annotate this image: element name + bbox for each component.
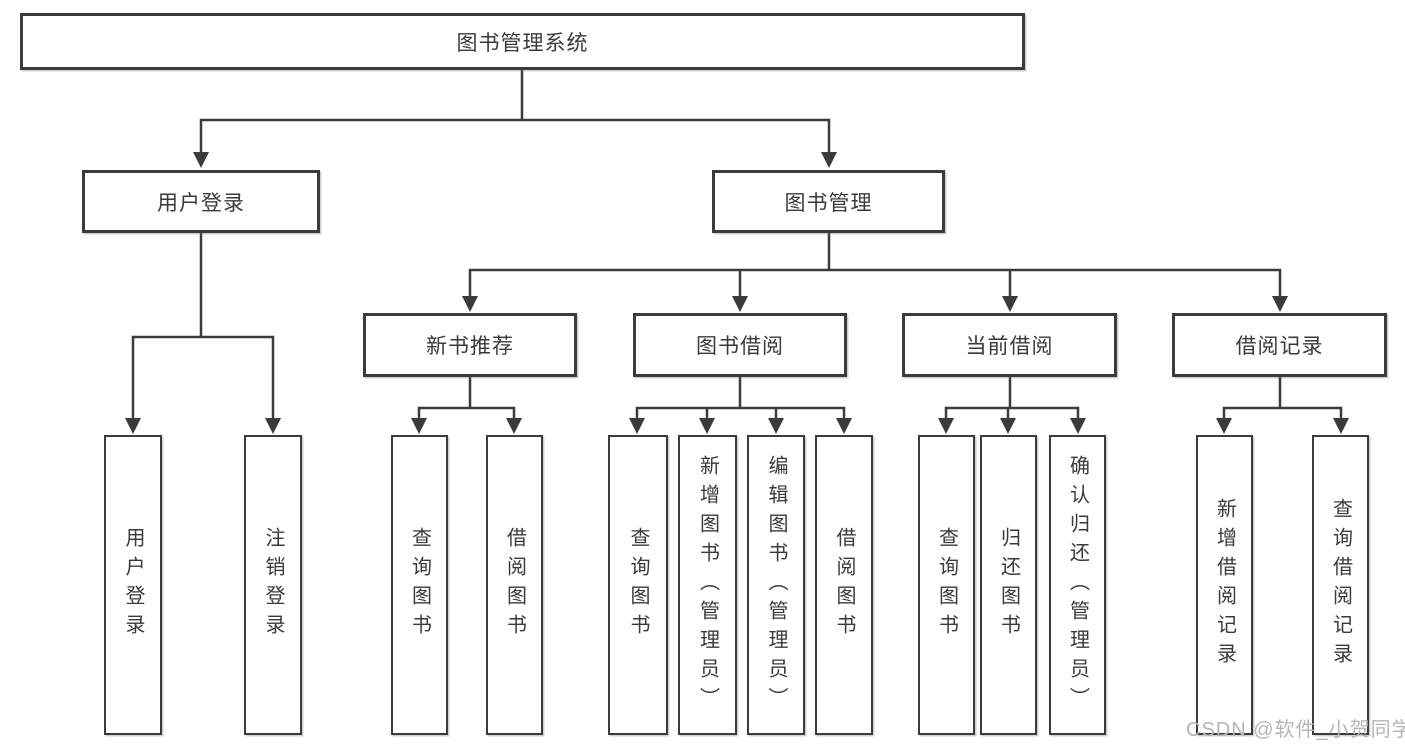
leaf-confirm-return-admin-label: 确认归还（管理员） xyxy=(1066,454,1089,716)
leaf-query-books-borrow-label: 查询图书 xyxy=(627,527,649,643)
leaf-logout-label: 注销登录 xyxy=(262,527,284,643)
leaf-add-borrow-record-label: 新增借阅记录 xyxy=(1213,498,1236,672)
leaf-query-books-recommend-label: 查询图书 xyxy=(408,527,431,643)
leaf-query-books-current-label: 查询图书 xyxy=(935,527,958,643)
leaf-add-books-admin: 新增图书（管理员） xyxy=(678,435,737,735)
node-borrowing-records: 借阅记录 xyxy=(1172,313,1387,377)
leaf-add-borrow-record: 新增借阅记录 xyxy=(1196,435,1253,735)
leaf-query-borrow-record: 查询借阅记录 xyxy=(1312,435,1369,735)
leaf-add-books-admin-label: 新增图书（管理员） xyxy=(696,454,719,716)
leaf-borrow-books-label: 借阅图书 xyxy=(833,527,855,643)
leaf-edit-books-admin-label: 编辑图书（管理员） xyxy=(765,454,787,716)
node-book-management: 图书管理 xyxy=(712,170,945,233)
leaf-query-borrow-record-label: 查询借阅记录 xyxy=(1329,498,1352,672)
node-book-borrowing: 图书借阅 xyxy=(633,313,847,377)
leaf-return-books: 归还图书 xyxy=(980,435,1037,735)
leaf-edit-books-admin: 编辑图书（管理员） xyxy=(747,435,805,735)
leaf-query-books-borrow: 查询图书 xyxy=(608,435,668,735)
leaf-borrow-books: 借阅图书 xyxy=(815,435,873,735)
node-user-login: 用户登录 xyxy=(82,170,320,233)
leaf-user-login: 用户登录 xyxy=(104,435,162,735)
leaf-borrow-books-recommend-label: 借阅图书 xyxy=(503,527,526,643)
leaf-query-books-current: 查询图书 xyxy=(918,435,975,735)
leaf-query-books-recommend: 查询图书 xyxy=(391,435,448,735)
leaf-user-login-label: 用户登录 xyxy=(122,527,144,643)
node-new-book-recommendation: 新书推荐 xyxy=(363,313,577,377)
node-library-management-system: 图书管理系统 xyxy=(20,13,1025,70)
leaf-return-books-label: 归还图书 xyxy=(997,527,1020,643)
leaf-confirm-return-admin: 确认归还（管理员） xyxy=(1049,435,1106,735)
leaf-borrow-books-recommend: 借阅图书 xyxy=(486,435,543,735)
node-current-borrowing: 当前借阅 xyxy=(902,313,1117,377)
watermark: CSDN @软件_小贺同学 xyxy=(1186,719,1405,741)
leaf-logout: 注销登录 xyxy=(244,435,302,735)
